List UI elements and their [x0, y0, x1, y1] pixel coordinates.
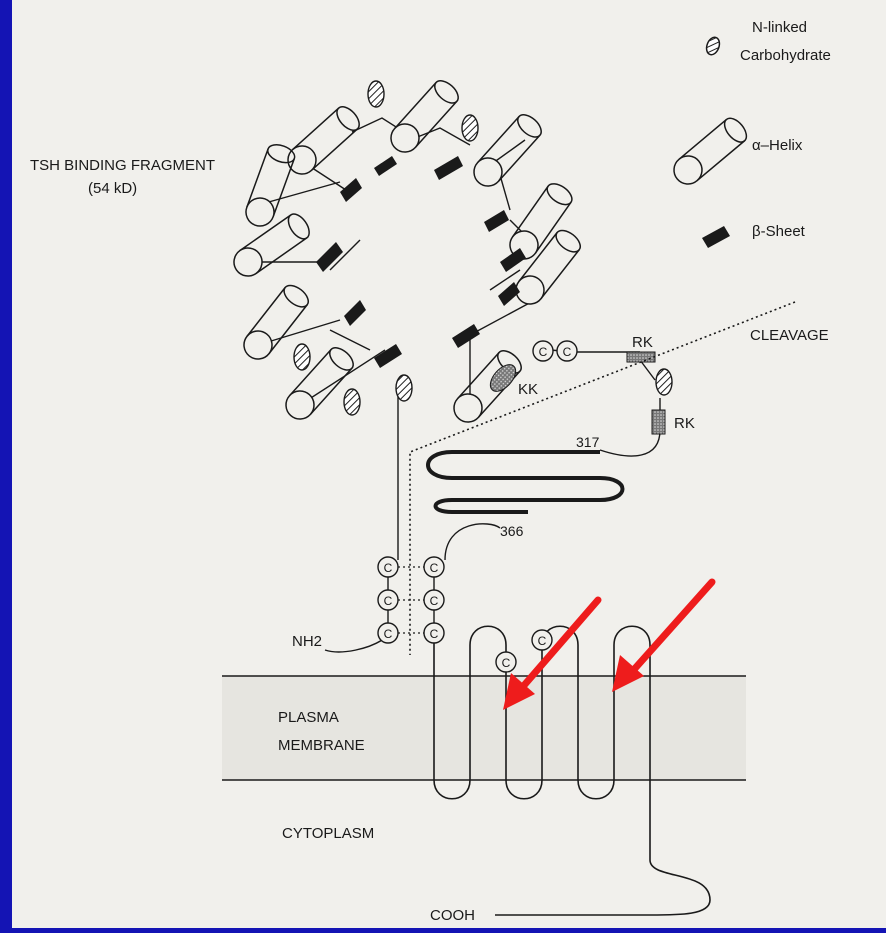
legend-carbohydrate-line1: N-linked	[752, 19, 807, 36]
svg-text:C: C	[430, 561, 439, 575]
tsh-fragment-label: TSH BINDING FRAGMENT	[30, 157, 215, 174]
beta-sheet	[374, 344, 402, 368]
tsh-receptor-diagram: N-linked Carbohydrate α–Helix β-Sheet TS…	[12, 0, 886, 928]
svg-text:C: C	[538, 634, 547, 648]
membrane-label-line2: MEMBRANE	[278, 737, 365, 754]
cooh-label: COOH	[430, 907, 475, 924]
helix	[468, 111, 545, 192]
residue-366: 366	[500, 523, 524, 539]
residue-317: 317	[576, 434, 600, 450]
carbohydrate-icon	[368, 81, 384, 107]
legend-helix: α–Helix	[752, 137, 803, 154]
diagram-paper: N-linked Carbohydrate α–Helix β-Sheet TS…	[12, 0, 886, 928]
legend-sheet: β-Sheet	[752, 223, 806, 240]
backbone-connectors	[246, 118, 660, 652]
carbohydrate-icon	[656, 369, 672, 395]
cleavage-label: CLEAVAGE	[750, 327, 829, 344]
rk-label-mid: RK	[674, 415, 695, 432]
svg-text:C: C	[430, 627, 439, 641]
beta-sheet	[344, 300, 366, 326]
plasma-membrane	[222, 676, 746, 780]
hinge-hairpin	[428, 452, 623, 512]
nh2-label: NH2	[292, 633, 322, 650]
legend: N-linked Carbohydrate α–Helix β-Sheet	[668, 19, 831, 248]
helix	[385, 77, 462, 158]
kk-label: KK	[518, 381, 538, 398]
beta-sheets	[316, 156, 526, 368]
svg-text:C: C	[384, 627, 393, 641]
rk-site-mid	[652, 410, 665, 434]
helix	[448, 347, 525, 428]
carbohydrate-legend-icon	[704, 35, 721, 56]
sheet-legend-icon	[702, 226, 730, 248]
cysteine-ladder: C C C C C C	[378, 557, 444, 643]
svg-text:C: C	[430, 594, 439, 608]
helix-legend-icon	[668, 114, 750, 189]
beta-sheet	[484, 210, 509, 232]
svg-text:C: C	[539, 345, 548, 359]
carbohydrate-icon	[396, 375, 412, 401]
carbohydrate-icon	[294, 344, 310, 370]
cytoplasm-label: CYTOPLASM	[282, 825, 374, 842]
membrane-label-line1: PLASMA	[278, 709, 339, 726]
tsh-fragment-size: (54 kD)	[88, 180, 137, 197]
beta-sheet	[434, 156, 463, 180]
rk-label-top: RK	[632, 334, 653, 351]
beta-sheet	[340, 178, 362, 202]
svg-text:C: C	[384, 594, 393, 608]
legend-carbohydrate-line2: Carbohydrate	[740, 47, 831, 64]
carbohydrates	[294, 81, 672, 415]
beta-sheet	[452, 324, 480, 348]
beta-sheet	[374, 156, 397, 176]
svg-text:C: C	[384, 561, 393, 575]
svg-text:C: C	[563, 345, 572, 359]
carbohydrate-icon	[344, 389, 360, 415]
beta-sheet	[316, 242, 343, 272]
helix	[280, 344, 357, 425]
rk-site-top	[627, 352, 655, 362]
carbohydrate-icon	[462, 115, 478, 141]
helix	[282, 103, 363, 180]
svg-text:C: C	[502, 656, 511, 670]
